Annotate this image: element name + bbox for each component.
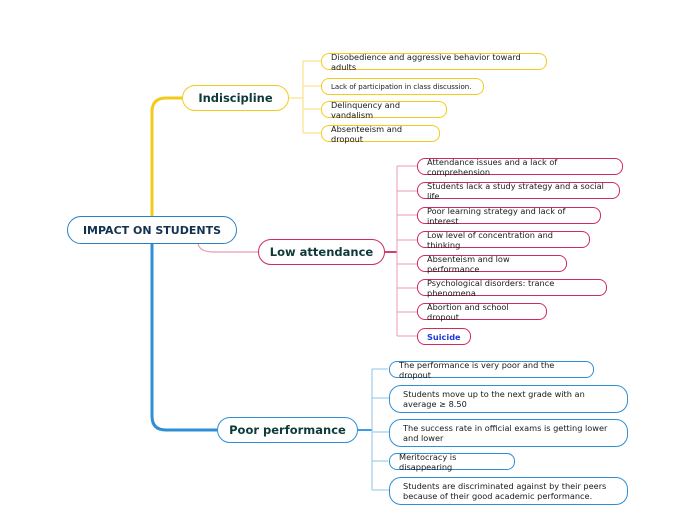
leaf-label: Students are discriminated against by th… [403, 481, 607, 501]
leaf-label: Lack of participation in class discussio… [331, 82, 472, 91]
leaf-attendance-issues[interactable]: Attendance issues and a lack of comprehe… [417, 156, 623, 177]
leaf-label: Poor learning strategy and lack of inter… [427, 205, 566, 226]
leaf-psychological-disorders[interactable]: Psychological disorders: trance phenomen… [417, 277, 607, 298]
leaf-low-concentration[interactable]: Low level of concentration and thinking [417, 229, 590, 250]
branch-indiscipline[interactable]: Indiscipline [182, 85, 289, 111]
leaf-meritocracy[interactable]: Meritocracy is disappearing [389, 451, 515, 472]
central-topic[interactable]: IMPACT ON STUDENTS [67, 216, 237, 244]
leaf-label: The success rate in official exams is ge… [403, 423, 608, 443]
leaf-study-strategy[interactable]: Students lack a study strategy and a soc… [417, 180, 620, 201]
leaf-label: Disobedience and aggressive behavior tow… [331, 51, 521, 72]
leaf-poor-learning[interactable]: Poor learning strategy and lack of inter… [417, 205, 601, 226]
leaf-abortion-dropout[interactable]: Abortion and school dropout [417, 301, 547, 322]
leaf-delinquency[interactable]: Delinquency and vandalism [321, 99, 447, 120]
central-topic-label: IMPACT ON STUDENTS [82, 223, 222, 237]
leaf-success-rate[interactable]: The success rate in official exams is ge… [389, 419, 628, 447]
leaf-label: Students lack a study strategy and a soc… [427, 180, 604, 201]
leaf-lack-participation[interactable]: Lack of participation in class discussio… [321, 78, 484, 95]
branch-low-attendance-label: Low attendance [269, 245, 374, 259]
leaf-discriminated[interactable]: Students are discriminated against by th… [389, 477, 628, 505]
leaf-very-poor-performance[interactable]: The performance is very poor and the dro… [389, 359, 594, 380]
leaf-absenteism-low-performance[interactable]: Absenteism and low performance [417, 253, 567, 274]
leaf-label: Students move up to the next grade with … [403, 389, 585, 409]
leaf-label: Absenteism and low performance [427, 253, 510, 274]
leaf-label: Delinquency and vandalism [331, 99, 401, 120]
leaf-label: Abortion and school dropout [427, 301, 509, 322]
branch-poor-performance[interactable]: Poor performance [217, 417, 358, 443]
branch-indiscipline-label: Indiscipline [198, 91, 273, 105]
branch-low-attendance[interactable]: Low attendance [258, 239, 385, 265]
leaf-suicide[interactable]: Suicide [417, 328, 471, 345]
leaf-label: Meritocracy is disappearing [399, 451, 457, 472]
leaf-move-up-grade[interactable]: Students move up to the next grade with … [389, 385, 628, 413]
leaf-label: Attendance issues and a lack of comprehe… [427, 156, 558, 177]
leaf-disobedience[interactable]: Disobedience and aggressive behavior tow… [321, 51, 547, 72]
leaf-absenteeism-dropout[interactable]: Absenteeism and dropout [321, 123, 440, 144]
leaf-label: Suicide [427, 331, 461, 342]
branch-poor-performance-label: Poor performance [229, 423, 346, 437]
leaf-label: Low level of concentration and thinking [427, 229, 554, 250]
leaf-label: The performance is very poor and the dro… [399, 359, 555, 380]
leaf-label: Psychological disorders: trance phenomen… [427, 277, 555, 298]
leaf-label: Absenteeism and dropout [331, 123, 403, 144]
